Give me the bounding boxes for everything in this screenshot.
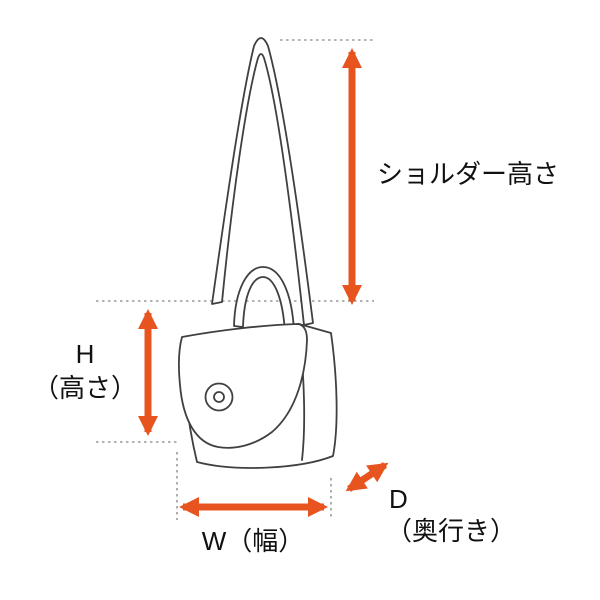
depth-arrow <box>345 462 389 492</box>
depth-sub-label: （奥行き） <box>386 516 516 546</box>
clasp-inner-ring <box>213 391 225 403</box>
clasp-outer-ring <box>204 382 234 412</box>
bag-handle <box>233 266 295 334</box>
height-label: H <box>76 339 95 369</box>
height-sub-label: （高さ） <box>33 373 137 403</box>
depth-label: D <box>389 484 408 514</box>
dimension-labels: ショルダー高さ H （高さ） W（幅） D （奥行き） <box>33 159 559 556</box>
bag-strap <box>211 37 314 326</box>
guide-lines <box>96 39 374 520</box>
width-label: W（幅） <box>202 526 305 556</box>
shoulder-height-label: ショルダー高さ <box>377 159 559 189</box>
bag-illustration <box>178 37 338 469</box>
bag-flap <box>178 323 308 449</box>
dimension-arrows <box>138 48 389 517</box>
